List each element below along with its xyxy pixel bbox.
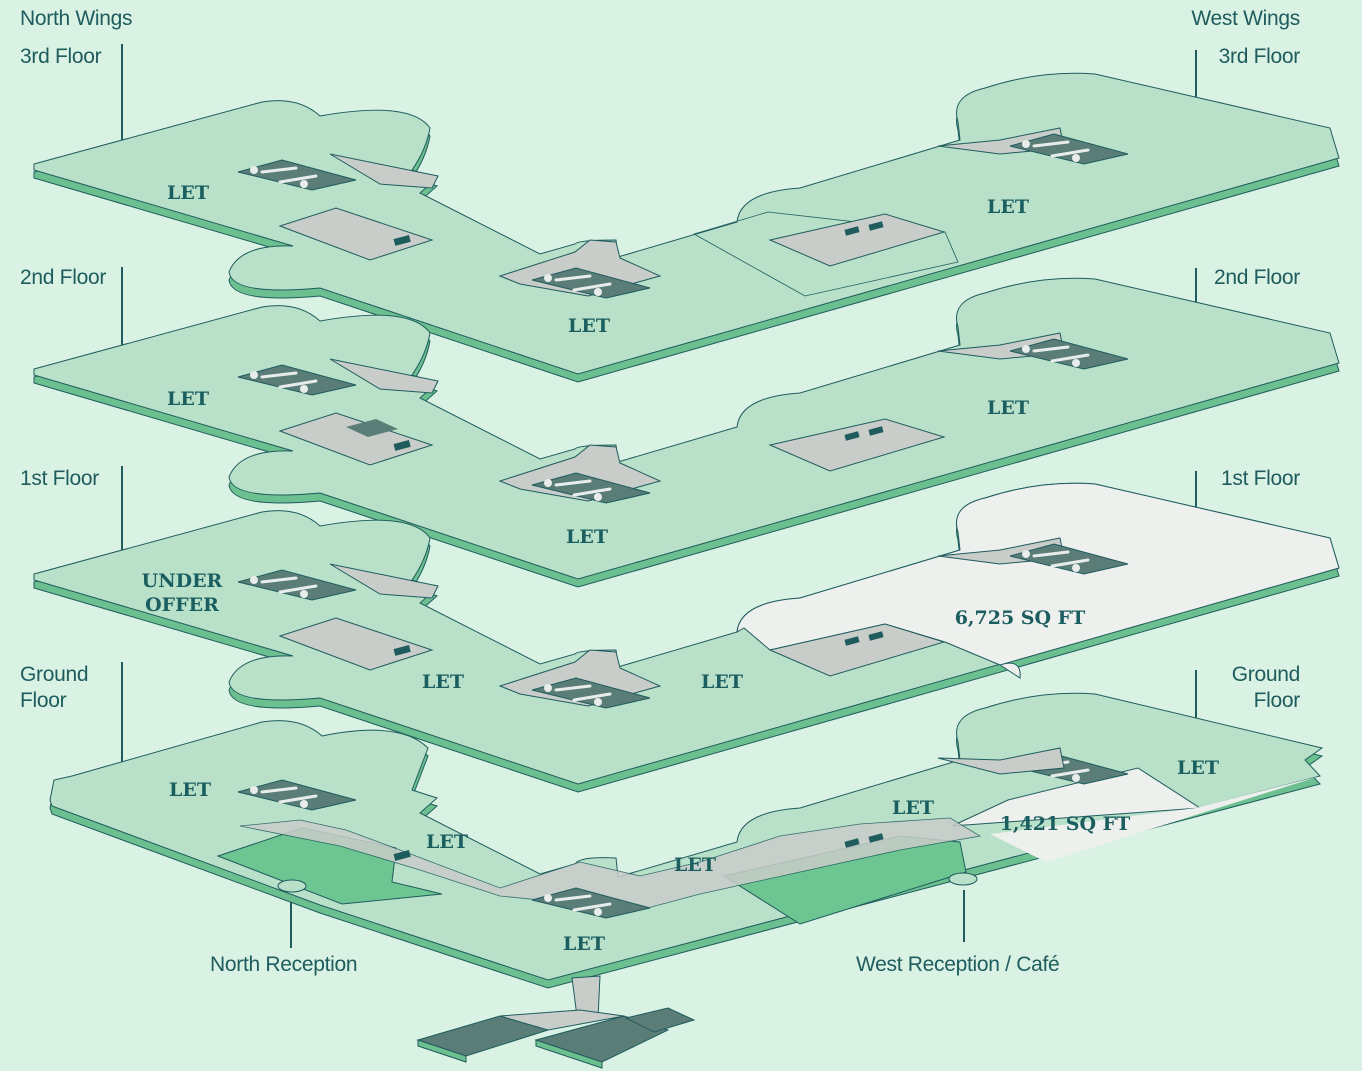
north-wings-label: North Wings: [20, 7, 133, 30]
north-1st-floor-label: 1st Floor: [20, 467, 99, 490]
ground-center-right-status: LET: [674, 854, 716, 876]
floor-2nd: LET LET LET: [33, 277, 1340, 588]
west-3rd-floor-label: 3rd Floor: [1218, 45, 1301, 68]
west-reception-marker: [948, 872, 978, 886]
north-1st-floor-leader: [121, 466, 123, 578]
west-1st-floor-label: 1st Floor: [1221, 467, 1300, 490]
1st-west-available-area: 6,725 SQ FT: [955, 607, 1086, 629]
north-ground-floor-label-line1: Ground: [20, 663, 89, 686]
west-reception-label: West Reception / Café: [856, 953, 1060, 976]
2nd-center-status: LET: [566, 526, 608, 548]
north-ground-floor-leader: [121, 662, 123, 792]
west-ground-floor-leader: [1195, 670, 1197, 732]
north-3rd-floor-leader: [121, 44, 123, 178]
west-2nd-floor-label: 2nd Floor: [1213, 266, 1300, 289]
1st-center-left-status: LET: [422, 671, 464, 693]
north-reception-leader: [290, 896, 292, 948]
floor-3rd: LET LET LET: [33, 72, 1340, 383]
ground-inner-north-status: LET: [426, 831, 468, 853]
north-3rd-floor-label: 3rd Floor: [20, 45, 102, 68]
2nd-west-status: LET: [987, 397, 1029, 419]
1st-north-status-line2: OFFER: [145, 594, 219, 616]
floor-ground: LET LET LET LET LET LET 1,421 SQ FT: [49, 692, 1324, 989]
ground-north-status: LET: [169, 779, 211, 801]
west-reception-leader: [963, 890, 965, 942]
available-west-wing-1st: [736, 482, 1340, 679]
north-reception-marker: [277, 879, 307, 893]
floor-1st: UNDER OFFER LET LET 6,725 SQ FT: [33, 482, 1340, 793]
3rd-center-status: LET: [568, 315, 610, 337]
north-2nd-floor-label: 2nd Floor: [20, 266, 107, 289]
ground-west-far-status: LET: [1177, 757, 1219, 779]
ground-center-status: LET: [563, 933, 605, 955]
lower-level: [416, 975, 696, 1069]
ground-west-available-area: 1,421 SQ FT: [1000, 813, 1131, 835]
north-2nd-floor-leader: [121, 267, 123, 381]
west-ground-floor-label-line1: Ground: [1231, 663, 1301, 686]
west-ground-floor-label-line2: Floor: [1253, 689, 1301, 712]
north-ground-floor-label-line2: Floor: [20, 689, 67, 712]
3rd-north-status: LET: [167, 182, 209, 204]
ground-west-upper-status: LET: [892, 797, 934, 819]
west-wings-label: West Wings: [1191, 7, 1300, 30]
3rd-west-status: LET: [987, 196, 1029, 218]
2nd-north-status: LET: [167, 388, 209, 410]
available-unit-ground: [951, 767, 1202, 827]
1st-center-right-status: LET: [701, 671, 743, 693]
1st-north-status-line1: UNDER: [142, 570, 223, 592]
north-reception-label: North Reception: [210, 953, 358, 976]
